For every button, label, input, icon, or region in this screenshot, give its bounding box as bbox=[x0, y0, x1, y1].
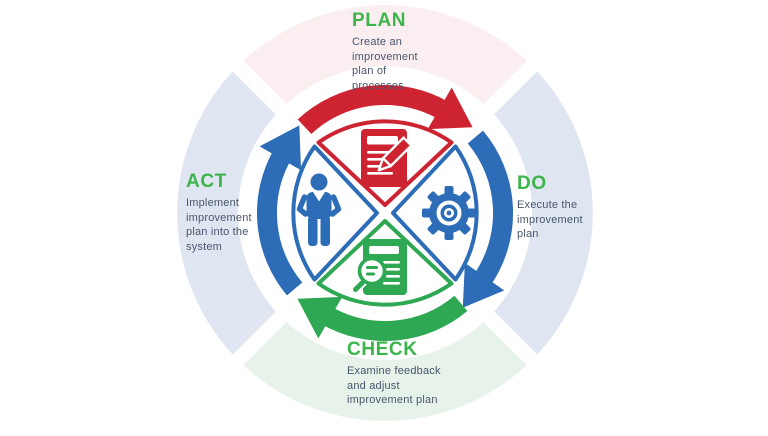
document-magnifier-icon bbox=[349, 239, 407, 296]
stage-do-description: Execute the improvement plan bbox=[517, 199, 583, 240]
arrow-act-to-plan bbox=[256, 125, 303, 296]
stage-plan: PLAN Create an improvement plan of proce… bbox=[352, 11, 436, 93]
stage-check-description: Examine feedback and adjust improvement … bbox=[347, 365, 441, 406]
gear-icon bbox=[422, 186, 476, 240]
stage-check-label: CHECK bbox=[347, 339, 418, 360]
stage-check: CHECK Examine feedback and adjust improv… bbox=[347, 340, 459, 408]
document-pencil-icon bbox=[361, 129, 414, 187]
stage-act-description: Implement improvement plan into the syst… bbox=[186, 197, 252, 253]
stage-plan-description: Create an improvement plan of processes bbox=[352, 36, 418, 92]
stage-act: ACT Implement improvement plan into the … bbox=[186, 172, 272, 254]
center-disc bbox=[238, 66, 532, 360]
arrow-do-to-check bbox=[462, 130, 514, 308]
stage-act-label: ACT bbox=[186, 171, 227, 192]
arrow-check-to-act bbox=[297, 295, 468, 342]
person-icon bbox=[296, 173, 342, 246]
stage-do: DO Execute the improvement plan bbox=[517, 174, 597, 242]
arrow-plan-to-do bbox=[297, 84, 473, 135]
stage-plan-label: PLAN bbox=[352, 10, 407, 31]
stage-do-label: DO bbox=[517, 173, 547, 194]
